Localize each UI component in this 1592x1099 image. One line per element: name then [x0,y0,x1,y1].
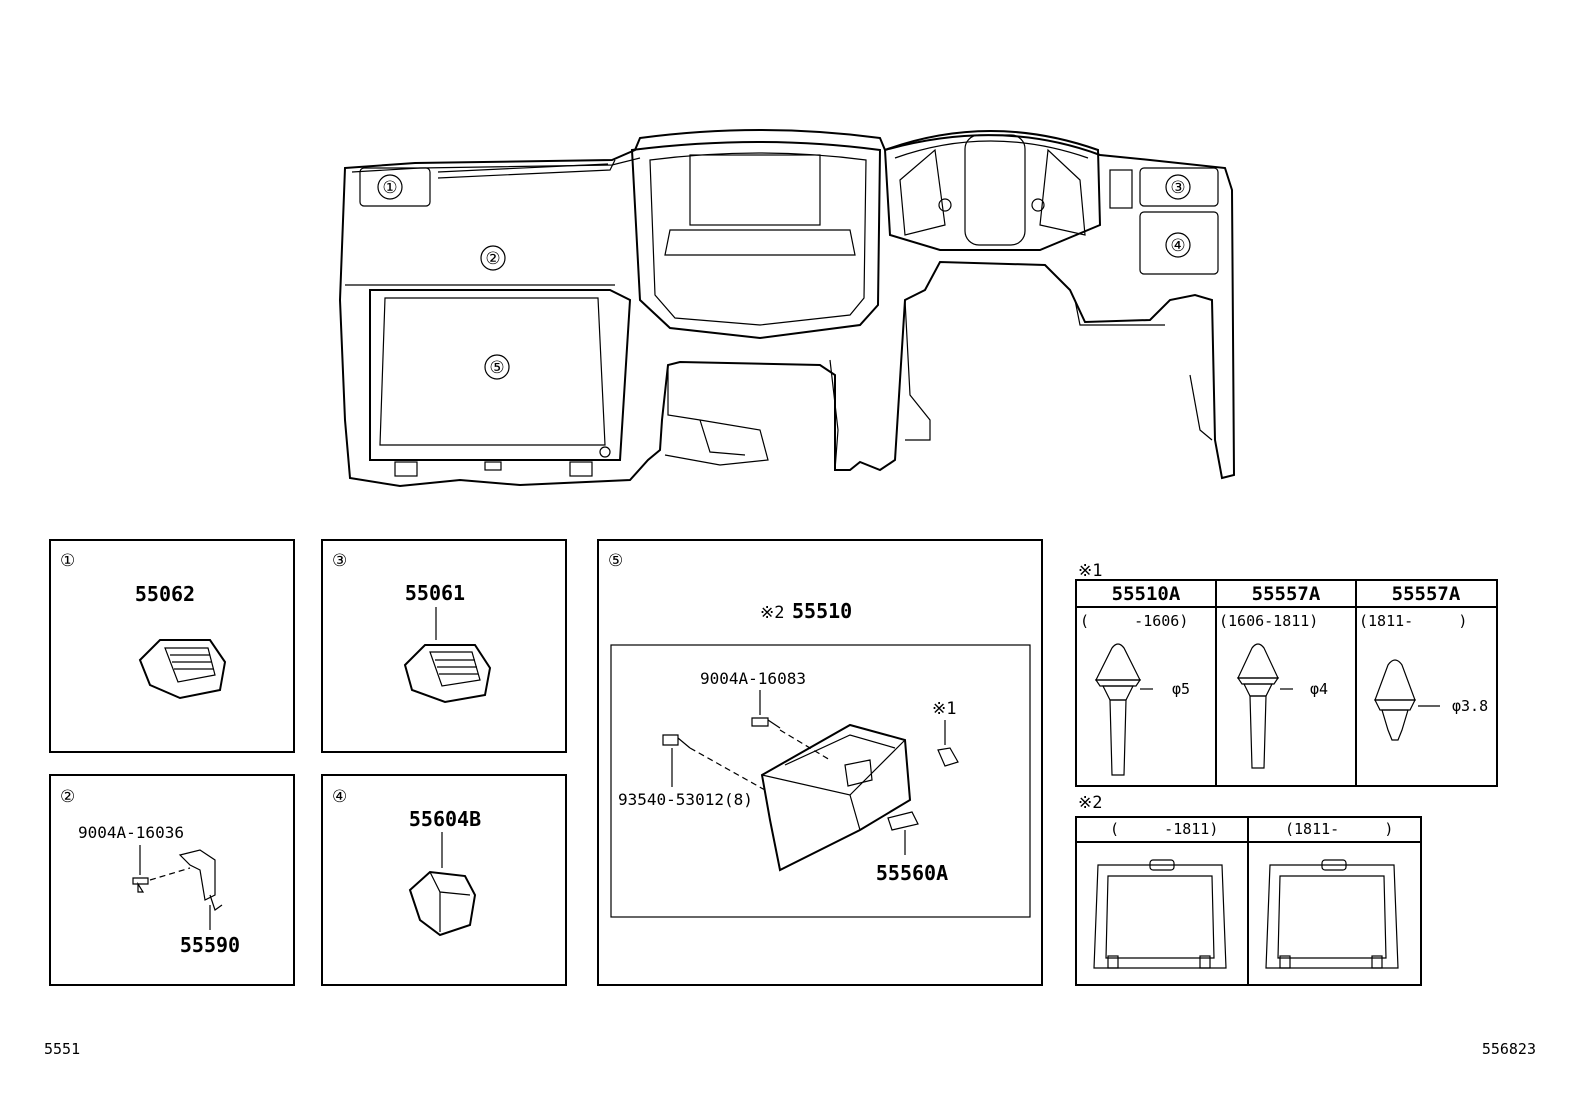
note-1-mark: ※1 [1078,561,1102,581]
screw-9004a-16083-label[interactable]: 9004A-16083 [700,669,806,688]
note-1-col-3-dim: φ3.8 [1452,697,1488,715]
dashboard-callout-5: ⑤ [489,358,504,378]
note-1-col-3-part[interactable]: 55557A [1392,583,1461,605]
screw-93540-53012-label[interactable]: 93540-53012(8) [618,790,753,809]
vent-part-55062-icon [138,639,227,700]
note-1-col-2-dim: φ4 [1310,680,1328,698]
part-55510-label[interactable]: 55510 [792,599,852,623]
ref1-mark: ※1 [932,699,956,719]
dashboard-illustration: ① ② ③ ④ ⑤ [338,129,1236,488]
note-1-col-1-dim: φ5 [1172,680,1190,698]
note-1-col-2-range: (1606-1811) [1219,612,1318,630]
note-1-col-3-range: (1811- ) [1359,612,1467,630]
bracket-55590-icon [178,849,223,911]
screw-b-icon [662,734,691,749]
note-2-table: ※2 ( -1811) (1811- ) [1075,793,1422,986]
panel-2-key: ② [60,787,75,807]
dashboard-callout-4: ④ [1170,236,1185,256]
part-55062-label[interactable]: 55062 [135,582,195,606]
panel-4: ④ 55604B [321,774,567,986]
dashboard-callout-1: ① [382,178,397,198]
dashboard-callout-3: ③ [1170,178,1185,198]
panel-4-key: ④ [332,787,347,807]
clip-phi4-icon [1236,643,1280,769]
glove-box-late-icon [1265,859,1399,969]
panel-2: ② 9004A-16036 55590 [49,774,295,986]
panel-3-key: ③ [332,551,347,571]
note-1-table: ※1 55510A 55557A 55557A ( -1606) (1606-1… [1075,561,1498,787]
stopper-icon [937,747,959,767]
panel-3: ③ 55061 [321,539,567,753]
switch-55604b-icon [408,870,477,937]
panel-1-key: ① [60,551,75,571]
note-2-col-2-range: (1811- ) [1285,820,1393,838]
panel-1: ① 55062 [49,539,295,753]
note-2-col-1-range: ( -1811) [1110,820,1218,838]
footer-right-code: 556823 [1482,1040,1536,1058]
clip-phi3-8-icon [1374,659,1416,741]
note-2-mark: ※2 [1078,793,1102,813]
note-1-col-1-range: ( -1606) [1080,612,1188,630]
part-55560a-label[interactable]: 55560A [876,861,948,885]
dashboard-callout-2: ② [485,249,500,269]
note-1-col-1-part[interactable]: 55510A [1112,583,1181,605]
part-55061-label[interactable]: 55061 [405,581,465,605]
glove-box-early-icon [1093,859,1227,969]
panel-5-key: ⑤ [608,551,623,571]
latch-55560a-icon [887,811,919,831]
panel-5: ⑤ ※2 55510 9004A-16083 93540-53012(8) ※1 [597,539,1043,986]
screw-a-icon [751,717,781,729]
screw-icon [132,877,149,893]
part-55590-label[interactable]: 55590 [180,933,240,957]
glove-box-55510-icon [760,723,912,872]
panel-5-ref-mark: ※2 [760,603,784,623]
footer-left-code: 5551 [44,1040,80,1058]
clip-phi5-icon [1094,643,1142,776]
screw-9004a-16036-label[interactable]: 9004A-16036 [78,823,184,842]
vent-part-55061-icon [403,644,492,704]
part-55604b-label[interactable]: 55604B [409,807,481,831]
note-1-col-2-part[interactable]: 55557A [1252,583,1321,605]
